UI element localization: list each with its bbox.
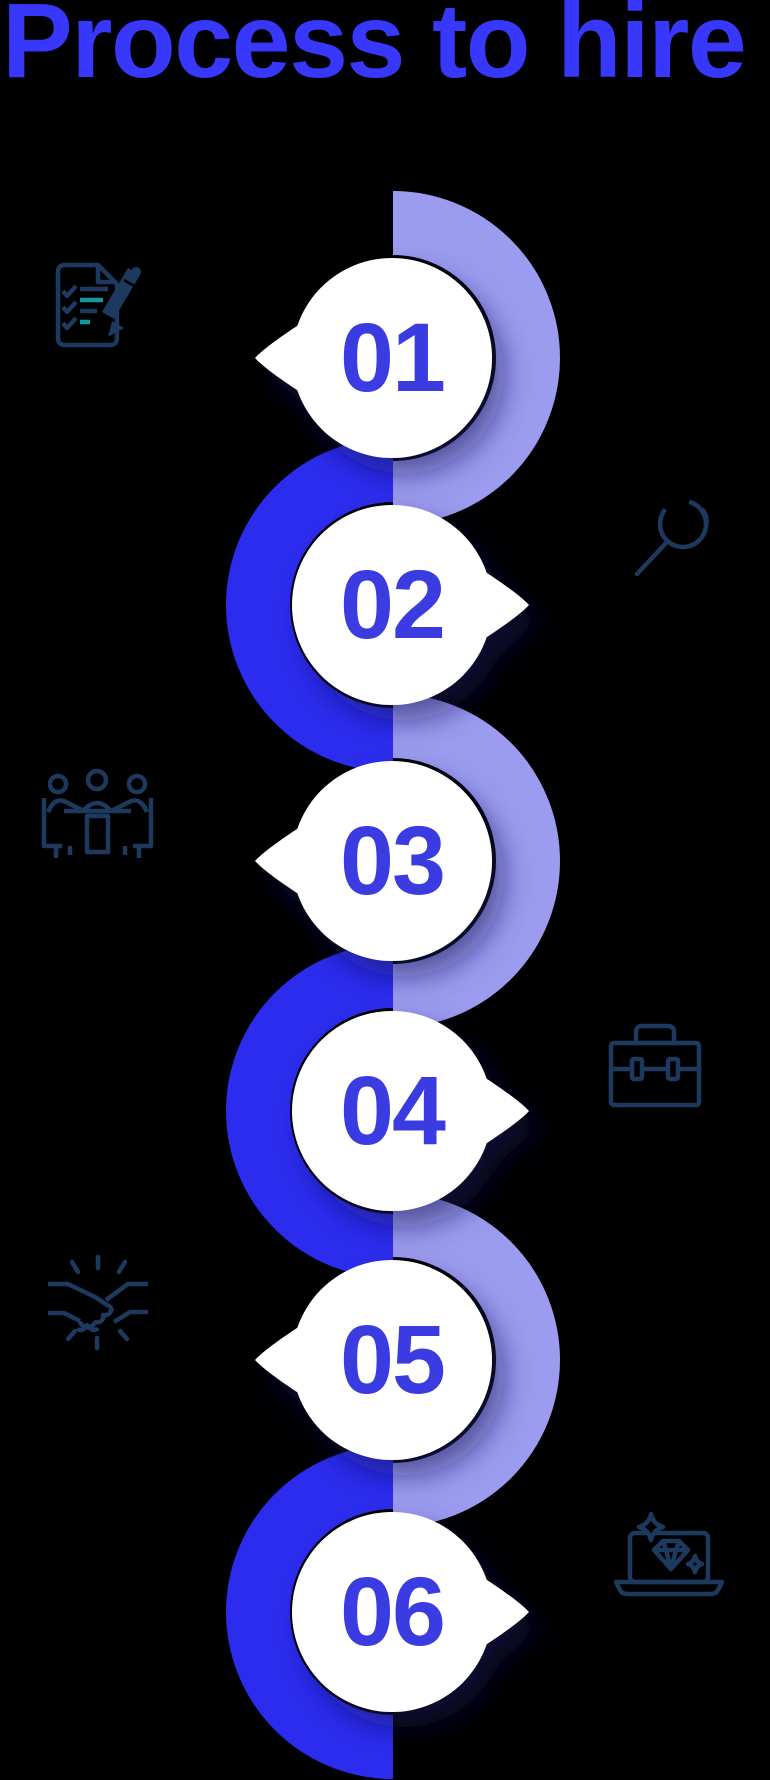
serpentine-rings <box>226 191 560 1779</box>
checklist-pencil-icon <box>55 262 141 348</box>
step-number-3: 03 <box>340 806 446 915</box>
step-number-1: 01 <box>340 303 446 412</box>
ring-step-2 <box>226 438 394 772</box>
search-icon <box>634 498 709 577</box>
step-bubble-1 <box>255 258 492 458</box>
step-bubble-2 <box>292 505 529 705</box>
step-number-2: 02 <box>340 550 446 659</box>
step-bubble-3 <box>255 761 492 961</box>
step-bubble-5 <box>255 1260 492 1460</box>
ring-step-6 <box>226 1445 394 1779</box>
step-number-4: 04 <box>340 1056 446 1165</box>
ring-step-5 <box>392 1193 560 1527</box>
step-bubbles <box>255 258 529 1712</box>
toolbox-icon <box>608 1023 702 1108</box>
step-number-6: 06 <box>340 1557 446 1666</box>
meeting-icon <box>41 768 154 858</box>
page-title: Process to hire <box>2 0 747 100</box>
ring-step-4 <box>226 944 394 1278</box>
step-number-5: 05 <box>340 1305 446 1414</box>
step-bubble-6 <box>292 1512 529 1712</box>
ring-step-1 <box>392 191 560 525</box>
laptop-sparkle-icon <box>613 1511 725 1597</box>
step-bubble-4 <box>292 1011 529 1211</box>
handshake-icon <box>48 1254 148 1351</box>
ring-step-3 <box>392 694 560 1028</box>
